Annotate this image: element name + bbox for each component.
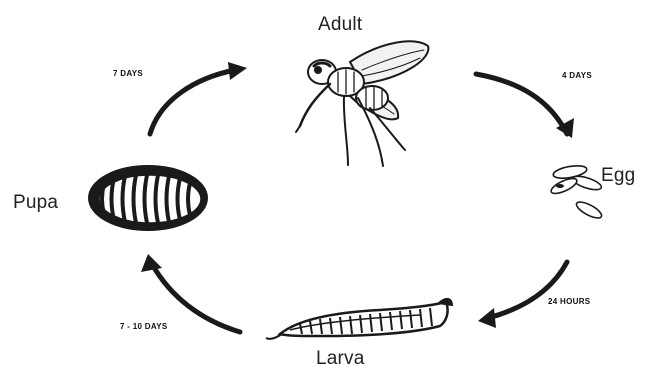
arrow-adult-to-egg: [476, 74, 567, 134]
fly-icon: [296, 41, 428, 166]
duration-adult-to-egg: 4 DAYS: [562, 71, 592, 80]
stage-label-egg: Egg: [601, 165, 635, 187]
arrow-pupa-to-adult-head: [228, 62, 247, 80]
arrow-larva-to-pupa-head: [141, 254, 162, 272]
arrow-egg-to-larva-head: [478, 308, 496, 328]
stage-label-pupa: Pupa: [13, 192, 58, 214]
eggs-icon: [549, 164, 604, 221]
pupa-icon: [89, 166, 207, 230]
stage-label-larva: Larva: [316, 348, 365, 370]
duration-egg-to-larva: 24 HOURS: [548, 297, 590, 306]
duration-larva-to-pupa: 7 - 10 DAYS: [120, 322, 167, 331]
duration-pupa-to-adult: 7 DAYS: [113, 69, 143, 78]
larva-icon: [266, 299, 452, 339]
arrow-pupa-to-adult: [150, 70, 235, 134]
arrow-egg-to-larva: [488, 262, 567, 318]
stage-label-adult: Adult: [318, 14, 362, 36]
